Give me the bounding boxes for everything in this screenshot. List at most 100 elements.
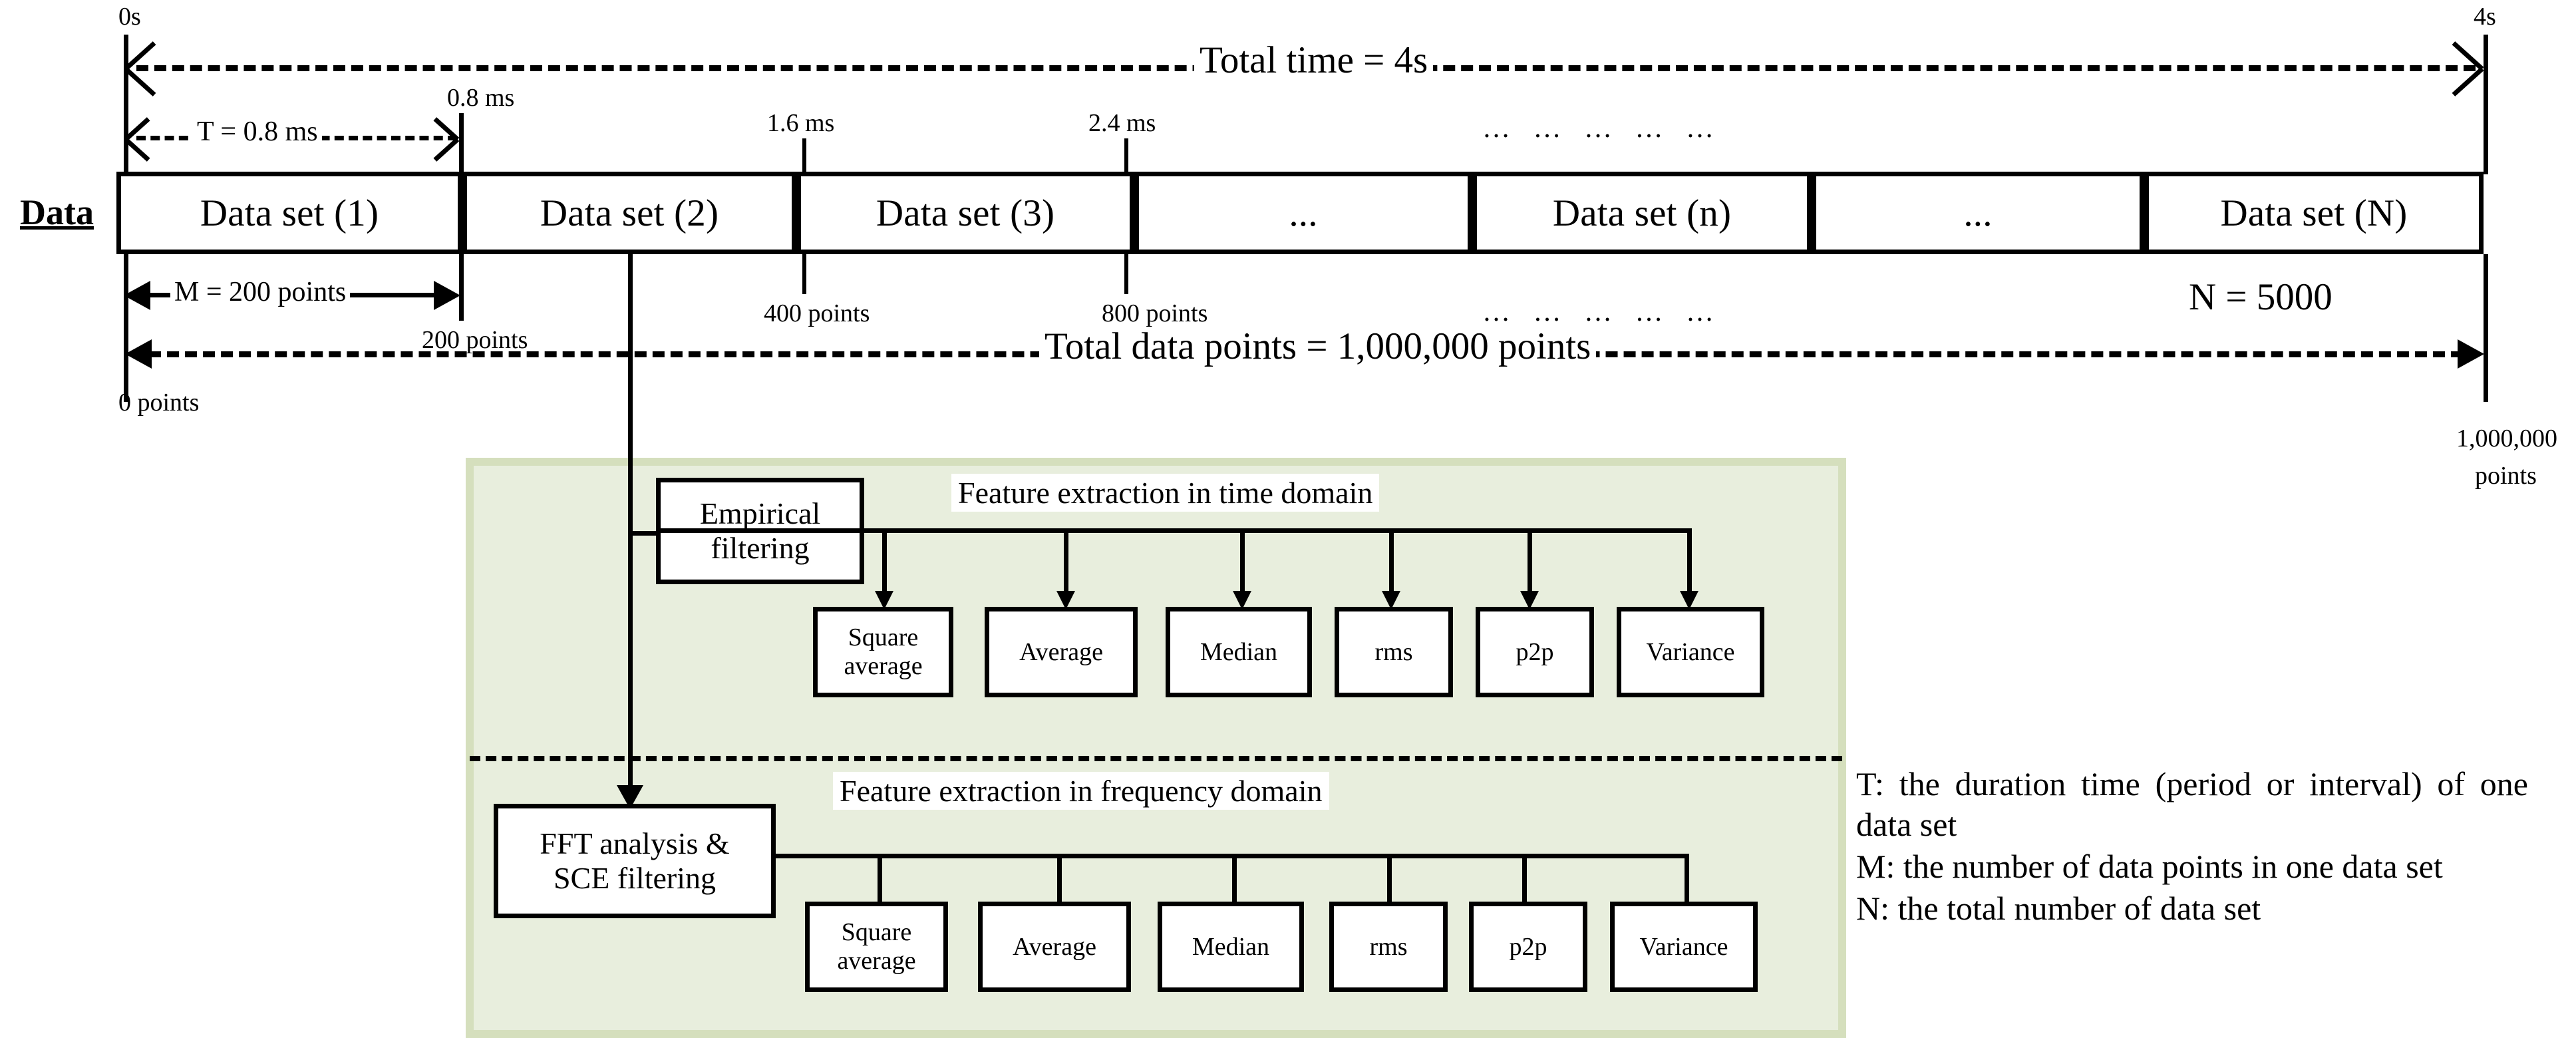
time-feature-rms[interactable]: rms	[1335, 607, 1453, 697]
tick-label-2-4ms: 2.4 ms	[1088, 109, 1156, 137]
n-label: N = 5000	[2189, 276, 2333, 318]
points-label-1000000: 1,000,000	[2456, 425, 2557, 452]
m-measure-right-arrowhead	[434, 281, 460, 310]
feature-line2: average	[844, 652, 923, 680]
points-tick-400	[802, 254, 806, 294]
time-drop-5	[1528, 528, 1532, 595]
time-drop-6	[1687, 528, 1692, 595]
total-points-left-arrowhead	[125, 339, 152, 369]
freq-drop-5	[1522, 854, 1527, 920]
time-drop-arrow-1	[875, 591, 893, 609]
points-label-1000000-unit: points	[2475, 462, 2537, 490]
empirical-filtering-line2: filtering	[711, 531, 810, 565]
data-set-label: Data set (1)	[200, 192, 379, 234]
freq-feature-average[interactable]: Average	[978, 902, 1131, 992]
total-points-label: Total data points = 1,000,000 points	[1039, 327, 1597, 365]
time-drop-3	[1240, 528, 1245, 595]
freq-drop-4	[1387, 854, 1392, 920]
freq-feature-rms[interactable]: rms	[1329, 902, 1448, 992]
data-set-box-ellipsis-2[interactable]: ...	[1812, 172, 2144, 254]
data-set-box-ellipsis-1[interactable]: ...	[1134, 172, 1472, 254]
axis-tick-2-4ms	[1124, 138, 1128, 176]
data-set-box-n[interactable]: Data set (n)	[1472, 172, 1812, 254]
time-feature-average[interactable]: Average	[985, 607, 1138, 697]
frequency-domain-caption: Feature extraction in frequency domain	[833, 772, 1329, 810]
freq-drop-2	[1057, 854, 1062, 920]
freq-drop-3	[1232, 854, 1237, 920]
freq-drop-1	[878, 854, 882, 920]
total-points-right-arrowhead	[2458, 339, 2484, 369]
fft-box-line1: FFT analysis &	[540, 826, 730, 861]
time-feature-p2p[interactable]: p2p	[1476, 607, 1594, 697]
m-measure-left-arrowhead	[124, 281, 150, 310]
points-tick-800	[1124, 254, 1128, 294]
axis-tick-0-8ms	[459, 113, 464, 174]
time-feature-median[interactable]: Median	[1166, 607, 1312, 697]
legend: T: the duration time (period or interval…	[1856, 764, 2528, 930]
feature-line1: Square	[841, 918, 912, 947]
freq-feature-square-average[interactable]: Square average	[805, 902, 948, 992]
fft-sce-filtering-box[interactable]: FFT analysis & SCE filtering	[494, 804, 776, 918]
feature-line1: Average	[1019, 637, 1103, 666]
time-feature-square-average[interactable]: Square average	[813, 607, 953, 697]
legend-item-T: T: the duration time (period or interval…	[1856, 765, 2528, 843]
points-label-400: 400 points	[764, 299, 870, 327]
m-points-label: M = 200 points	[170, 278, 351, 306]
freq-feature-p2p[interactable]: p2p	[1469, 902, 1587, 992]
feature-line1: rms	[1374, 637, 1413, 666]
points-ellipsis: … … … … …	[1482, 297, 1722, 327]
time-domain-bus-line	[656, 528, 1692, 533]
feature-line1: p2p	[1509, 932, 1547, 961]
axis-tick-4s	[2484, 35, 2488, 174]
legend-item-N: N: the total number of data set	[1856, 890, 2261, 927]
feature-line1: Average	[1013, 932, 1096, 961]
points-tick-200	[459, 254, 464, 321]
axis-tick-0s	[124, 35, 128, 174]
time-domain-caption: Feature extraction in time domain	[951, 474, 1380, 512]
frequency-domain-bus-line	[771, 854, 1689, 858]
dataset2-feed-line	[628, 254, 633, 798]
empirical-filtering-line1: Empirical	[699, 496, 821, 531]
points-label-200: 200 points	[422, 326, 528, 354]
time-drop-4	[1389, 528, 1394, 595]
top-ellipsis: … … … … …	[1482, 113, 1722, 144]
data-set-label: Data set (3)	[876, 192, 1055, 234]
feature-line1: Variance	[1646, 637, 1735, 666]
tick-label-4s: 4s	[2474, 3, 2496, 31]
fft-box-line2: SCE filtering	[553, 861, 717, 895]
feature-line2: average	[837, 947, 916, 975]
domain-divider-line	[470, 756, 1842, 761]
feature-line1: Median	[1200, 637, 1278, 666]
data-set-box-2[interactable]: Data set (2)	[462, 172, 796, 254]
tick-label-0-8ms: 0.8 ms	[447, 84, 515, 112]
time-drop-arrow-2	[1056, 591, 1075, 609]
data-set-label: Data set (2)	[540, 192, 719, 234]
freq-drop-6	[1685, 854, 1689, 920]
data-row-label: Data	[20, 192, 94, 232]
data-set-box-1[interactable]: Data set (1)	[116, 172, 462, 254]
time-drop-arrow-4	[1382, 591, 1400, 609]
feature-line1: Square	[848, 623, 919, 652]
feature-line1: Median	[1192, 932, 1270, 961]
points-label-0: 0 points	[118, 389, 200, 417]
points-tick-0	[124, 254, 128, 402]
data-set-label: ...	[1289, 192, 1318, 234]
axis-tick-1-6ms	[802, 138, 806, 176]
time-drop-2	[1064, 528, 1068, 595]
points-label-800: 800 points	[1102, 299, 1208, 327]
data-set-label: ...	[1963, 192, 1993, 234]
time-feature-variance[interactable]: Variance	[1617, 607, 1764, 697]
feature-line1: Variance	[1639, 932, 1728, 961]
total-time-label: Total time = 4s	[1194, 41, 1434, 79]
time-drop-1	[882, 528, 887, 595]
time-drop-arrow-5	[1520, 591, 1539, 609]
period-label: T = 0.8 ms	[193, 118, 322, 146]
feature-line1: p2p	[1516, 637, 1554, 666]
time-drop-arrow-6	[1680, 591, 1698, 609]
freq-feature-variance[interactable]: Variance	[1610, 902, 1758, 992]
freq-feature-median[interactable]: Median	[1158, 902, 1304, 992]
data-set-box-N[interactable]: Data set (N)	[2144, 172, 2484, 254]
time-drop-arrow-3	[1233, 591, 1251, 609]
feature-line1: rms	[1369, 932, 1408, 961]
data-set-box-3[interactable]: Data set (3)	[796, 172, 1134, 254]
